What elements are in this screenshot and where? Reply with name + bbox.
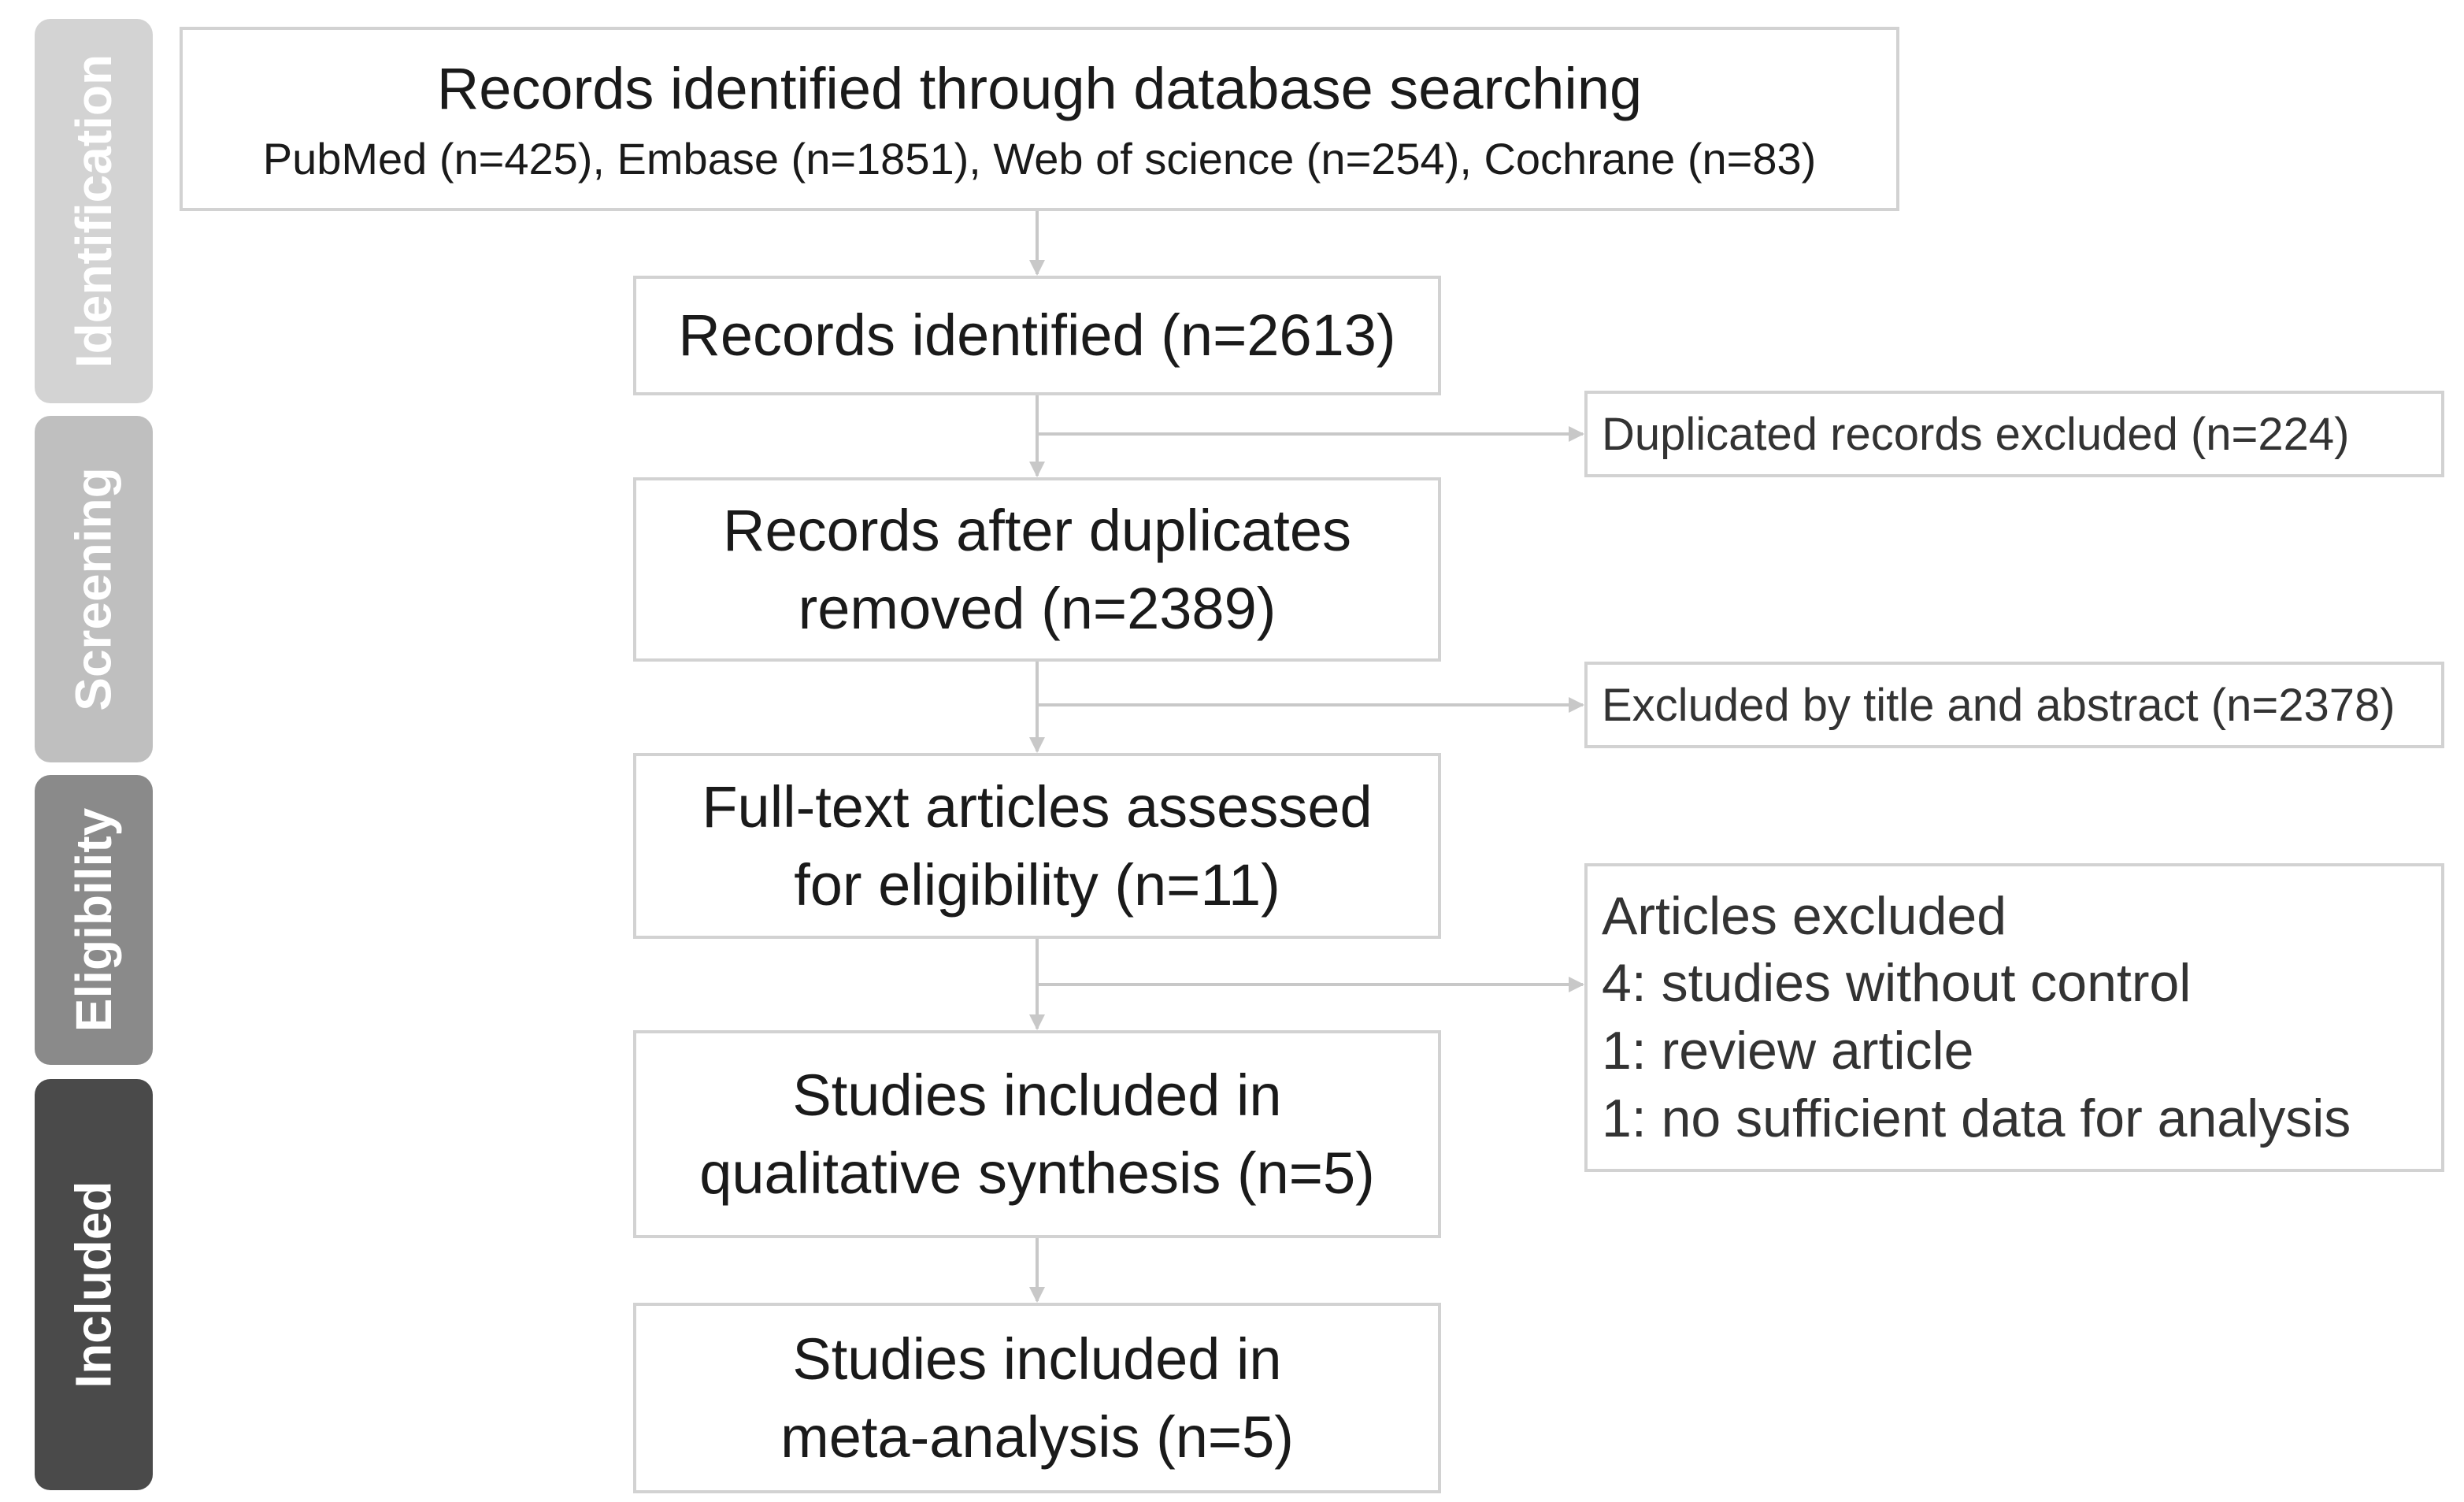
meta-analysis-box: Studies included in meta-analysis (n=5) <box>633 1303 1441 1493</box>
stage-tab-eligibility: Eligibility <box>35 775 153 1065</box>
records-after-duplicates-line-2: removed (n=2389) <box>798 576 1276 641</box>
duplicates-excluded-text: Duplicated records excluded (n=224) <box>1602 408 2350 460</box>
articles-excluded-box: Articles excluded 4: studies without con… <box>1584 863 2444 1172</box>
records-after-duplicates-box: Records after duplicates removed (n=2389… <box>633 477 1441 662</box>
title-abstract-excluded-text: Excluded by title and abstract (n=2378) <box>1602 679 2395 731</box>
stage-tab-screening: Screening <box>35 416 153 762</box>
database-search-sources: PubMed (n=425), Embase (n=1851), Web of … <box>262 134 1817 184</box>
meta-analysis-line-1: Studies included in <box>792 1326 1282 1392</box>
full-text-assessed-box: Full-text articles assessed for eligibil… <box>633 753 1441 939</box>
qualitative-synthesis-line-2: qualitative synthesis (n=5) <box>699 1140 1375 1206</box>
database-search-title: Records identified through database sear… <box>436 55 1643 121</box>
stage-tab-identification: Identification <box>35 19 153 403</box>
articles-excluded-heading: Articles excluded <box>1602 885 2007 946</box>
qualitative-synthesis-line-1: Studies included in <box>792 1062 1282 1128</box>
exclusion-reason-item: 1: review article <box>1602 1021 1974 1081</box>
duplicates-excluded-box: Duplicated records excluded (n=224) <box>1584 391 2444 477</box>
stage-tab-included: Included <box>35 1079 153 1490</box>
records-identified-text: Records identified (n=2613) <box>678 302 1396 369</box>
exclusion-reason-item: 4: studies without control <box>1602 953 2192 1014</box>
title-abstract-excluded-box: Excluded by title and abstract (n=2378) <box>1584 662 2444 748</box>
qualitative-synthesis-box: Studies included in qualitative synthesi… <box>633 1030 1441 1238</box>
records-after-duplicates-line-1: Records after duplicates <box>723 497 1351 563</box>
meta-analysis-line-2: meta-analysis (n=5) <box>780 1404 1294 1470</box>
database-search-box: Records identified through database sear… <box>180 27 1899 211</box>
full-text-assessed-line-1: Full-text articles assessed <box>702 773 1373 840</box>
records-identified-box: Records identified (n=2613) <box>633 276 1441 395</box>
exclusion-reason-item: 1: no sufficient data for analysis <box>1602 1088 2351 1148</box>
full-text-assessed-line-2: for eligibility (n=11) <box>794 852 1280 918</box>
